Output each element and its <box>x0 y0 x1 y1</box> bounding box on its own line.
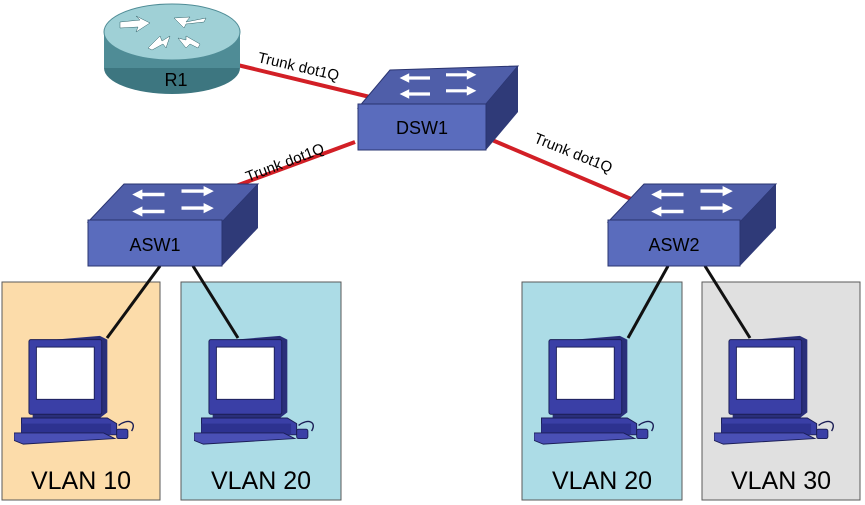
access-link-vlan30 <box>703 265 752 339</box>
router-r1: R1 <box>103 3 241 94</box>
router-icon <box>103 3 241 94</box>
asw2-label: ASW2 <box>648 235 699 255</box>
vlan-label: VLAN 30 <box>731 467 831 495</box>
switch-asw1: ASW1 <box>86 183 260 267</box>
router-label: R1 <box>164 70 187 90</box>
switch-icon <box>356 65 520 151</box>
access-link-vlan10 <box>105 265 162 339</box>
trunk-link-dsw1-asw2 <box>484 135 651 209</box>
trunk-label-asw1-dsw1: Trunk dot1Q <box>243 140 326 186</box>
trunk-link-r1-dsw1 <box>224 60 371 99</box>
dsw1-label: DSW1 <box>396 118 448 138</box>
access-link-vlan20-right <box>626 265 670 339</box>
vlan-label: VLAN 10 <box>31 467 131 495</box>
switch-dsw1: DSW1 <box>356 65 520 151</box>
trunk-label-dsw1-asw2: Trunk dot1Q <box>532 130 615 177</box>
switch-asw2: ASW2 <box>606 183 778 267</box>
switch-icon <box>86 183 260 267</box>
vlan-label: VLAN 20 <box>552 467 652 495</box>
vlan-label: VLAN 20 <box>211 467 311 495</box>
access-link-vlan20-left <box>191 265 240 339</box>
asw1-label: ASW1 <box>129 235 180 255</box>
switch-icon <box>606 183 778 267</box>
trunk-link-asw1-dsw1 <box>224 140 356 192</box>
